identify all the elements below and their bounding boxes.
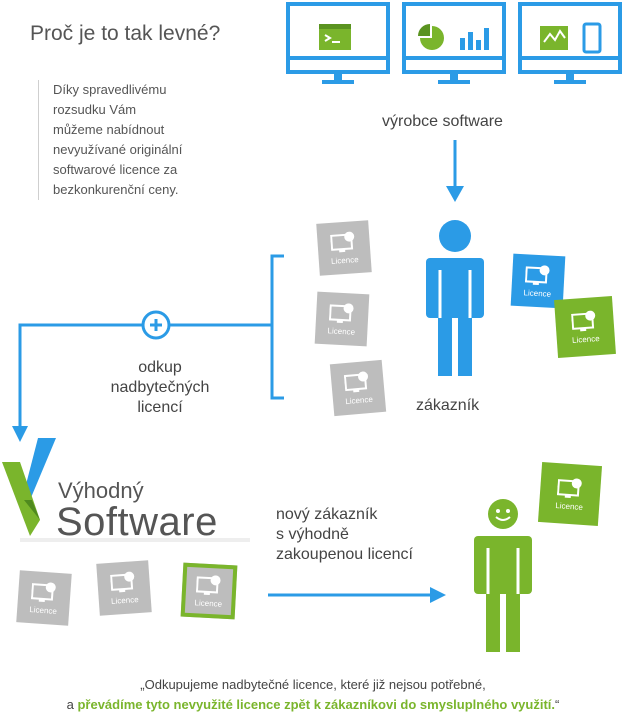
- arrow-right-icon: [268, 587, 446, 603]
- intro-line: můžeme nabídnout: [53, 122, 165, 137]
- licence-card: Licence: [316, 220, 372, 276]
- licence-monitor-icon: [556, 477, 582, 498]
- licence-bracket: [270, 254, 284, 400]
- customer-label: zákazník: [416, 397, 480, 414]
- brand-logo-icon: [2, 438, 56, 536]
- licence-monitor-icon: [195, 574, 221, 595]
- arrow-down-icon: [12, 426, 28, 442]
- licence-monitor-icon: [571, 310, 596, 331]
- quote-line2: a převádíme tyto nevyužité licence zpět …: [0, 695, 626, 715]
- vendor-label: výrobce software: [382, 113, 503, 130]
- intro-line: bezkonkurenční ceny.: [53, 182, 179, 197]
- licence-label: Licence: [330, 254, 359, 266]
- monitor-terminal-icon: [286, 2, 390, 84]
- licence-card: Licence: [96, 560, 152, 616]
- buyback-label-line: odkup: [138, 359, 182, 376]
- quote-highlight: převádíme tyto nevyužité licence zpět k …: [77, 697, 556, 712]
- brand-name-line2: Software: [56, 500, 218, 544]
- licence-label: Licence: [523, 287, 552, 299]
- intro-line: Díky spravedlivému: [53, 82, 167, 97]
- buyback-label-line: licencí: [137, 399, 183, 416]
- licence-label: Licence: [344, 394, 374, 406]
- licence-monitor-icon: [330, 231, 355, 252]
- licence-card: Licence: [180, 562, 238, 620]
- new-customer-label-line: s výhodně: [276, 526, 349, 543]
- customer-person-icon: [426, 220, 484, 376]
- licence-monitor-icon: [30, 581, 56, 602]
- intro-line: rozsudku Vám: [53, 102, 137, 117]
- brand-name-line1: Výhodný: [58, 478, 144, 503]
- licence-card: Licence: [510, 253, 566, 309]
- licence-label: Licence: [327, 325, 356, 337]
- quote-prefix: a: [66, 697, 78, 712]
- intro-text: Díky spravedlivému rozsudku Vám můžeme n…: [38, 80, 223, 200]
- quote-line1: „Odkupujeme nadbytečné licence, které ji…: [140, 677, 486, 692]
- new-customer-label-line: nový zákazník: [276, 506, 378, 523]
- licence-monitor-icon: [343, 371, 368, 392]
- licence-card: Licence: [314, 291, 370, 347]
- licence-monitor-icon: [328, 302, 354, 323]
- licence-card: Licence: [554, 296, 616, 358]
- intro-line: nevyužívané originální: [53, 142, 183, 157]
- licence-monitor-icon: [110, 571, 135, 592]
- licence-monitor-icon: [524, 264, 550, 285]
- licence-label: Licence: [194, 597, 223, 609]
- intro-line: softwarové licence za: [53, 162, 178, 177]
- licence-card: Licence: [16, 570, 72, 626]
- licence-card: Licence: [329, 359, 387, 417]
- quote-suffix: “: [555, 697, 560, 712]
- monitor-mobile-icon: [518, 2, 622, 84]
- page-title: Proč je to tak levné?: [30, 22, 221, 45]
- licence-card: Licence: [537, 461, 603, 527]
- new-customer-person-icon: [474, 499, 532, 652]
- licence-label: Licence: [110, 594, 139, 606]
- licence-label: Licence: [571, 333, 600, 345]
- licence-label: Licence: [555, 500, 584, 512]
- closing-quote: „Odkupujeme nadbytečné licence, které ji…: [0, 675, 626, 715]
- new-customer-label: nový zákazník s výhodně zakoupenou licen…: [276, 505, 413, 565]
- buyback-connector: [18, 323, 272, 428]
- buyback-label-line: nadbytečných: [110, 379, 210, 396]
- new-customer-label-line: zakoupenou licencí: [276, 546, 413, 563]
- monitor-charts-icon: [402, 2, 506, 84]
- licence-label: Licence: [29, 604, 58, 616]
- arrow-down-icon: [446, 140, 464, 202]
- buyback-label: odkup nadbytečných licencí: [85, 358, 235, 418]
